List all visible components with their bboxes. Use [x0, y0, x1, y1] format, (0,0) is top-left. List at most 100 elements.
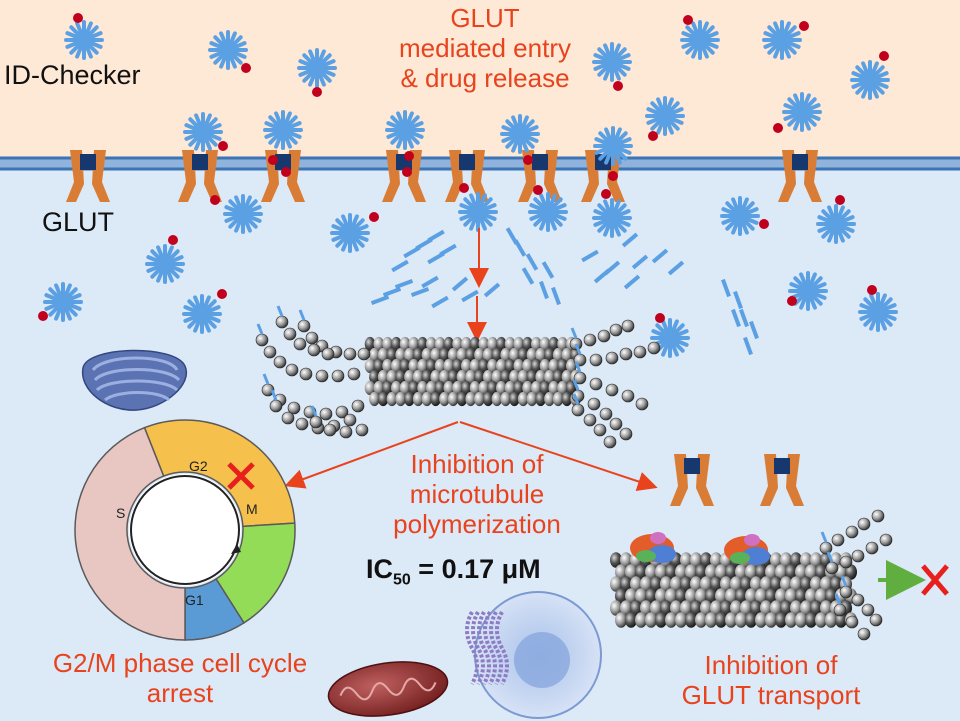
drug-fragment — [593, 268, 611, 284]
tubulin-bead — [391, 358, 402, 374]
drug-molecule — [241, 63, 251, 73]
probe-label: ID-Checker — [4, 60, 141, 90]
tubulin-bead — [730, 576, 742, 592]
tubulin-bead — [283, 327, 297, 341]
tubulin-bead — [621, 319, 635, 333]
nucleus-organelle — [474, 591, 602, 719]
tubulin-bead — [690, 552, 702, 568]
tubulin-bead — [665, 588, 677, 604]
tubulin-bead — [461, 380, 472, 396]
cycle-progress-ring — [130, 475, 240, 585]
nanoparticle — [208, 30, 251, 73]
tubulin-bead — [745, 612, 757, 628]
tubulin-bead — [571, 403, 585, 417]
drug-fragment — [541, 261, 555, 279]
drug-molecule — [655, 313, 665, 323]
microtubule-right — [610, 454, 893, 641]
tubulin-bead — [645, 564, 657, 580]
tubulin-bead — [474, 369, 485, 385]
tubulin-bead — [610, 600, 622, 616]
tubulin-bead — [404, 369, 415, 385]
drug-bound-tick — [820, 531, 828, 543]
tubulin-bead — [770, 552, 782, 568]
arrow-to-cell-cycle — [284, 421, 459, 489]
tubulin-bead — [297, 319, 311, 333]
nanoparticle — [787, 271, 828, 311]
tubulin-bead — [339, 425, 353, 439]
tubulin-bead — [447, 347, 459, 363]
tubulin-bead — [386, 369, 398, 385]
drug-fragment — [427, 251, 445, 265]
tubulin-bead — [700, 576, 712, 592]
tubulin-bead — [526, 391, 538, 407]
tubulin-bead — [382, 336, 393, 352]
tubulin-bead — [815, 564, 827, 580]
tubulin-bead — [544, 347, 555, 363]
tubulin-bead — [561, 369, 573, 385]
entry-line-1: GLUT — [450, 3, 520, 33]
drug-molecule — [879, 51, 889, 61]
tubulin-bead — [810, 552, 822, 568]
tubulin-bead — [552, 347, 564, 363]
drug-bound-tick — [834, 593, 842, 605]
nanoparticle — [773, 92, 822, 133]
tubulin-bead — [780, 576, 792, 592]
tubulin-bead — [660, 576, 672, 592]
glut-transporter — [778, 150, 822, 202]
tubulin-bead — [469, 358, 481, 374]
tubulin-bead — [404, 347, 415, 363]
tubulin-bead — [865, 541, 879, 555]
tubulin-bead — [680, 576, 692, 592]
tubulin-bead — [615, 612, 627, 628]
tubulin-bead — [800, 552, 812, 568]
tubulin-bead — [299, 367, 313, 381]
tubulin-bead — [465, 391, 476, 407]
tubulin-bead — [496, 380, 507, 396]
tubulin-bead — [795, 612, 807, 628]
drug-bound-tick — [262, 373, 270, 385]
transport-line-2: GLUT transport — [681, 679, 861, 710]
phase-label-m: M — [246, 501, 258, 517]
ic50-value: IC50 = 0.17 μM — [366, 554, 541, 590]
tubulin-bead — [343, 413, 357, 427]
tubulin-bead — [357, 347, 371, 361]
tubulin-bead — [621, 389, 635, 403]
tubulin-bead — [720, 576, 732, 592]
er-membrane — [477, 611, 491, 685]
nanoparticle — [593, 126, 633, 181]
tubulin-bead — [456, 391, 468, 407]
nanoparticle — [183, 112, 228, 152]
tubulin-bead — [369, 369, 380, 385]
motor-protein-1 — [630, 532, 676, 563]
tubulin-bead — [461, 358, 472, 374]
drug-fragment — [391, 259, 409, 273]
nanoparticle — [500, 114, 540, 165]
tubulin-bead — [805, 612, 817, 628]
tubulin-bead — [504, 358, 516, 374]
tubulin-bead — [815, 612, 827, 628]
drug-bound-tick — [310, 405, 318, 417]
tubulin-bead — [845, 525, 859, 539]
cell-cycle-segment — [143, 419, 296, 528]
tubulin-bead — [835, 612, 847, 628]
tubulin-bead — [452, 380, 463, 396]
tubulin-bead — [735, 564, 747, 580]
transport-line-1: Inhibition of — [704, 650, 838, 680]
drug-fragment — [382, 287, 402, 297]
tubulin-bead — [700, 600, 712, 616]
tubulin-bead — [593, 423, 607, 437]
tubulin-bead — [430, 347, 441, 363]
tubulin-bead — [447, 391, 459, 407]
tubulin-bead — [478, 358, 489, 374]
motor-protein-2 — [724, 534, 770, 565]
tubulin-bead — [465, 369, 476, 385]
tubulin-bead — [670, 576, 682, 592]
tubulin-bead — [640, 576, 652, 592]
drug-fragment — [581, 249, 599, 263]
tubulin-bead — [583, 333, 597, 347]
tubulin-bead — [439, 391, 450, 407]
tubulin-bead — [655, 612, 667, 628]
drug-fragments — [370, 227, 759, 356]
tubulin-bead — [785, 588, 797, 604]
